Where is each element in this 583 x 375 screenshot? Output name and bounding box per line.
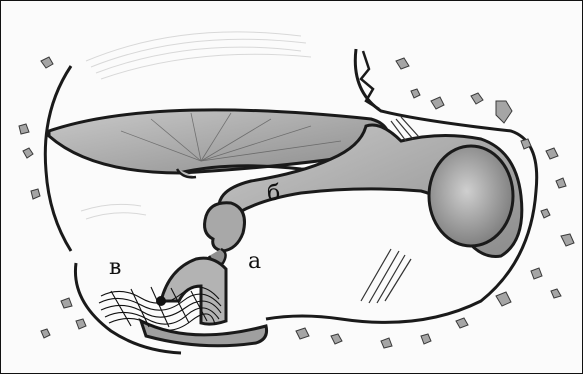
label-v: в [109,257,121,279]
malleus-head [429,146,513,246]
label-b: б [267,183,280,205]
stapes [161,258,226,324]
outer-wall-left [45,66,71,251]
incus [205,203,245,251]
label-a: а [248,251,261,273]
